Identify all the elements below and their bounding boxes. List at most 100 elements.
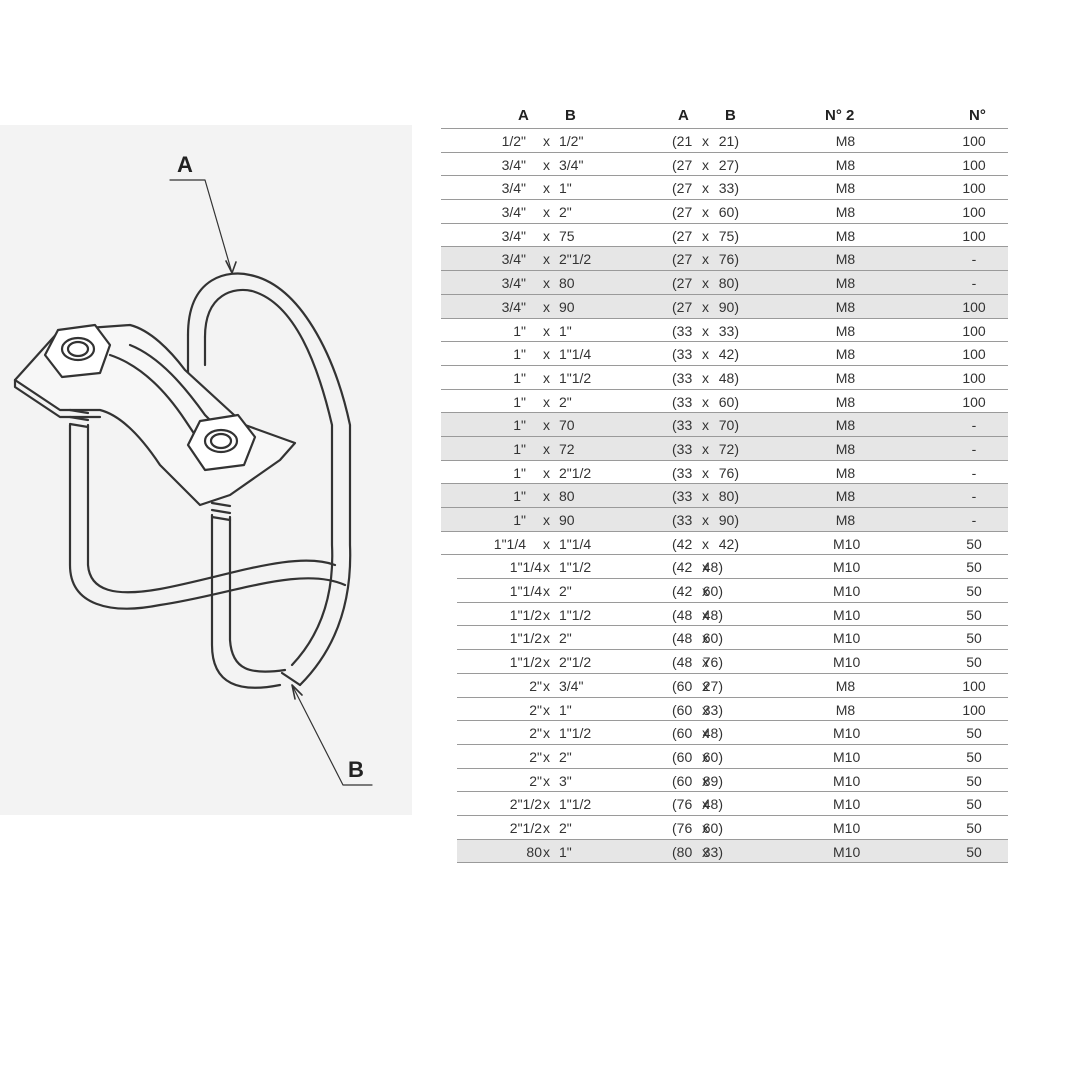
cell-qty: 100 [962,393,986,410]
cell-b-inch: 1"1/2 [559,369,592,386]
cell-separator: x [543,512,550,528]
cell-separator: x [543,630,550,647]
cell-b-inch: 2"1/2 [559,251,592,268]
cell-b-inch: 1"1/4 [559,535,592,552]
cell-a-mm: (60 [672,725,693,742]
cell-a-inch: 2" [529,725,542,742]
cell-screw: M10 [833,748,861,765]
cell-separator: x [543,227,550,244]
cell-qty: - [971,464,977,481]
cell-screw: M8 [835,156,856,173]
cell-qty: 50 [966,535,982,552]
cell-a-inch: 3/4" [501,156,526,173]
cell-screw: M10 [833,559,861,576]
cell-a-mm: (42 [672,583,693,600]
cell-a-inch: 3/4" [501,251,526,268]
cell-screw: M8 [835,180,856,197]
cell-separator: x [543,725,550,742]
cell-b-inch: 1"1/2 [559,606,592,623]
cell-qty: 50 [966,725,982,742]
cell-a-mm: (33 [672,440,693,457]
cell-a-mm: (27 [672,251,693,268]
header-b-mm: B [725,107,736,124]
cell-qty: 100 [962,677,986,694]
cell-a-mm: (27 [672,204,693,221]
cell-b-inch: 1"1/2 [559,725,592,742]
cell-b-mm: 75) [718,227,739,244]
cell-a-inch: 1" [513,440,526,457]
cell-separator: x [543,583,550,600]
cell-qty: - [971,275,977,292]
cell-b-mm: 60) [702,748,723,765]
cell-separator: x [543,677,550,694]
cell-b-inch: 3/4" [559,156,584,173]
cell-a-inch: 3/4" [501,204,526,221]
cell-a-mm: (33 [672,417,693,434]
cell-b-inch: 1" [559,843,572,860]
header-b-inch: B [565,107,576,124]
cell-a-inch: 1" [513,393,526,410]
cell-a-mm: (33 [672,512,693,528]
cell-separator: x [702,535,709,552]
cell-a-inch: 80 [526,843,542,860]
cell-separator: x [702,819,709,836]
cell-b-inch: 2"1/2 [559,464,592,481]
cell-qty: 50 [966,606,982,623]
header-qty: N° [969,107,986,124]
cell-a-inch: 3/4" [501,298,526,315]
cell-qty: 100 [962,346,986,363]
cell-b-inch: 2" [559,204,572,221]
cell-a-inch: 1"1/2 [509,630,542,647]
cell-screw: M8 [835,440,856,457]
cell-separator: x [543,393,550,410]
cell-separator: x [702,369,709,386]
cell-screw: M8 [835,227,856,244]
cell-b-mm: 70) [718,417,739,434]
cell-qty: 100 [962,369,986,386]
cell-a-inch: 1"1/4 [493,535,526,552]
cell-separator: x [702,630,709,647]
cell-b-mm: 33) [718,180,739,197]
cell-a-mm: (27 [672,227,693,244]
cell-separator: x [543,440,550,457]
cell-screw: M10 [833,654,861,671]
cell-screw: M10 [833,725,861,742]
cell-qty: 100 [962,180,986,197]
cell-a-inch: 1"1/2 [509,606,542,623]
cell-separator: x [702,701,709,718]
cell-b-inch: 3/4" [559,677,584,694]
cell-a-mm: (76 [672,819,693,836]
cell-qty: 100 [962,133,986,149]
cell-screw: M8 [835,417,856,434]
cell-b-mm: 76) [702,654,723,671]
clamp-drawing [13,179,373,786]
clamp-illustration [0,125,412,815]
cell-a-mm: (27 [672,180,693,197]
cell-separator: x [702,156,709,173]
cell-separator: x [702,796,709,813]
header-a-inch: A [518,107,529,124]
cell-screw: M8 [835,322,856,339]
cell-b-inch: 80 [559,488,575,505]
cell-b-mm: 60) [718,204,739,221]
cell-a-mm: (33 [672,393,693,410]
cell-separator: x [543,819,550,836]
cell-qty: 100 [962,298,986,315]
cell-a-inch: 1" [513,464,526,481]
cell-b-mm: 33) [702,843,723,860]
cell-separator: x [702,393,709,410]
cell-separator: x [702,417,709,434]
cell-a-mm: (33 [672,488,693,505]
cell-qty: 50 [966,819,982,836]
cell-qty: 100 [962,701,986,718]
cell-qty: 50 [966,748,982,765]
cell-b-inch: 2" [559,819,572,836]
cell-a-mm: (33 [672,346,693,363]
